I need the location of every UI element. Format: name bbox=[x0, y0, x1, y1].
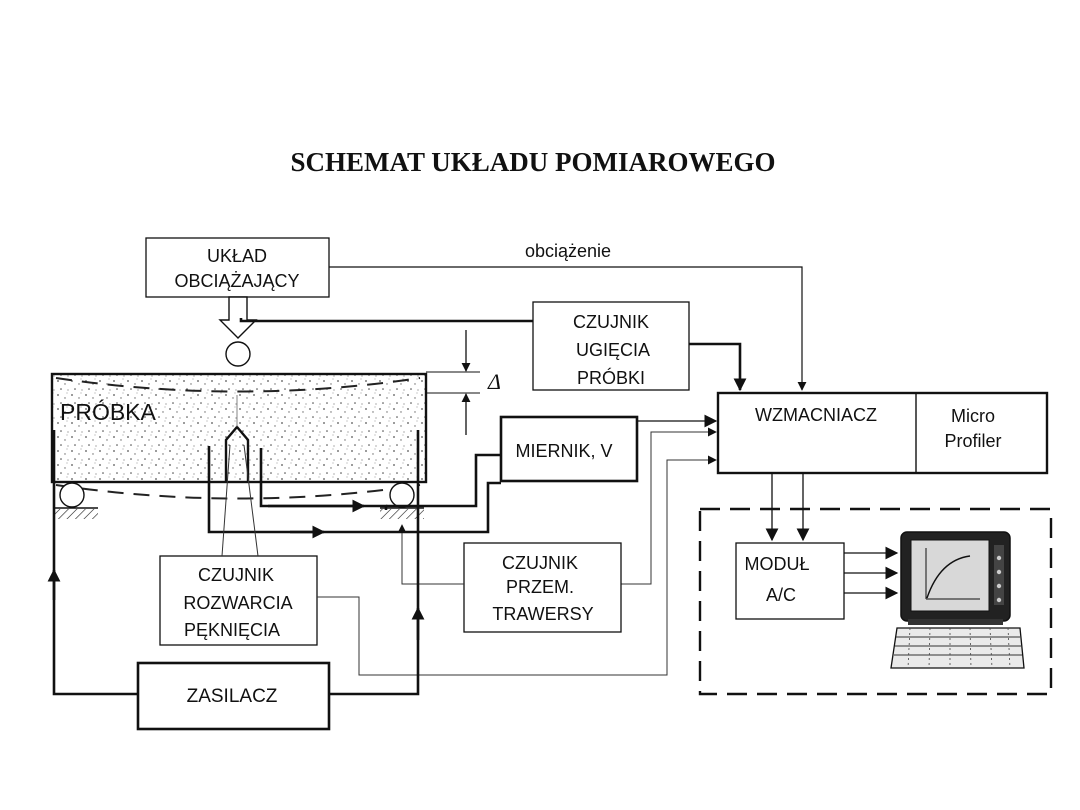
crack-sensor-block: CZUJNIK ROZWARCIA PĘKNIĘCIA bbox=[159, 555, 318, 646]
delta-indicator: Δ bbox=[461, 330, 501, 435]
ad-module-label-2: A/C bbox=[766, 585, 796, 605]
amplifier-label: WZMACNIACZ bbox=[755, 405, 877, 425]
load-arrow-icon bbox=[218, 296, 258, 367]
right-support bbox=[380, 482, 424, 519]
sample-label: PRÓBKA bbox=[60, 399, 157, 425]
meter-block: MIERNIK, V bbox=[499, 415, 639, 483]
deflection-sensor-block: CZUJNIK UGIĘCIA PRÓBKI bbox=[532, 301, 690, 391]
acquisition-enclosure bbox=[698, 507, 1053, 696]
left-support bbox=[55, 482, 98, 519]
electrode-wire-2 bbox=[207, 446, 501, 534]
deflection-probe-line bbox=[239, 318, 533, 323]
power-left-line bbox=[52, 430, 138, 696]
monitor-icon bbox=[900, 531, 1011, 625]
keyboard-icon bbox=[890, 627, 1025, 669]
computer-icon bbox=[890, 531, 1025, 669]
crosshead-sensor-block: CZUJNIK PRZEM. TRAWERSY bbox=[463, 542, 622, 633]
delta-symbol: Δ bbox=[487, 369, 501, 394]
power-right-line bbox=[329, 430, 420, 696]
deflection-sensor-label-2: UGIĘCIA bbox=[576, 340, 650, 360]
meter-label: MIERNIK, V bbox=[515, 441, 612, 461]
load-signal-line bbox=[329, 266, 807, 391]
power-supply-label: ZASILACZ bbox=[187, 686, 278, 707]
sample-beam: PRÓBKA bbox=[50, 371, 480, 500]
micro-profiler-label-2: Profiler bbox=[944, 431, 1001, 451]
amplifier-block: WZMACNIACZ Micro Profiler bbox=[716, 391, 1049, 475]
crack-sensor-to-amplifier-line bbox=[352, 455, 717, 676]
crosshead-sensor-label-3: TRAWERSY bbox=[492, 604, 593, 624]
ad-module-label-1: MODUŁ bbox=[744, 554, 809, 574]
crack-sensor-label-1: CZUJNIK bbox=[198, 565, 274, 585]
crosshead-sensor-label-2: PRZEM. bbox=[506, 577, 574, 597]
deflection-sensor-label-1: CZUJNIK bbox=[573, 312, 649, 332]
power-supply-block: ZASILACZ bbox=[136, 661, 331, 731]
ad-module-block: MODUŁ A/C bbox=[735, 542, 845, 620]
deflection-sensor-label-3: PRÓBKI bbox=[577, 367, 645, 388]
load-line-label: obciążenie bbox=[525, 241, 611, 261]
crosshead-probe-line bbox=[397, 524, 464, 585]
micro-profiler-label-1: Micro bbox=[951, 406, 995, 426]
loading-system-label-2: OBCIĄŻAJĄCY bbox=[174, 271, 299, 291]
loading-system-block: UKŁAD OBCIĄŻAJĄCY bbox=[145, 237, 330, 298]
electrode-wire-3 bbox=[386, 453, 501, 508]
deflection-to-amplifier-line bbox=[689, 342, 747, 392]
crosshead-to-amplifier-line bbox=[621, 427, 717, 585]
crack-sensor-label-3: PĘKNIĘCIA bbox=[184, 620, 280, 640]
loading-system-label-1: UKŁAD bbox=[207, 246, 267, 266]
crosshead-sensor-label-1: CZUJNIK bbox=[502, 553, 578, 573]
diagram-title: SCHEMAT UKŁADU POMIAROWEGO bbox=[290, 147, 775, 177]
crack-sensor-label-2: ROZWARCIA bbox=[183, 593, 292, 613]
